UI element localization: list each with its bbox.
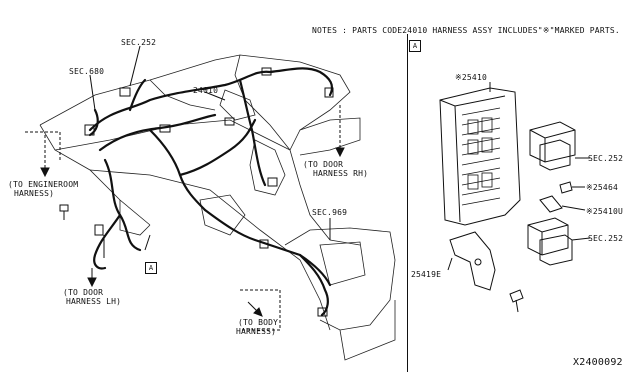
label-part-24010: 24010 [193,86,219,95]
label-to-door-lh-2: HARNESS LH) [66,297,122,306]
wiring-harness [88,67,334,317]
relay-lower [527,217,569,256]
label-part-25410: ※25410 [455,73,487,82]
center-console [284,227,396,331]
panel-divider [407,34,408,372]
notes-text: NOTES : PARTS CODE24010 HARNESS ASSY INC… [312,26,620,35]
label-to-door-lh-1: (TO DOOR [63,288,104,297]
label-part-25419e: 25419E [411,270,442,279]
dashboard-outline [39,54,361,246]
label-to-body-1: (TO BODY [238,318,279,327]
diagram-code: X2400092 [573,357,623,368]
label-sec252-right2: SEC.252 [588,234,624,243]
label-part-25464: ※25464 [586,183,618,192]
bolt [509,289,524,303]
label-to-door-rh-1: (TO DOOR [303,160,344,169]
relay-upper [529,121,576,163]
label-sec969: SEC.969 [312,208,348,217]
label-to-engineroom-2: HARNESS) [14,189,55,198]
bracket [449,231,496,291]
junction-box [439,87,521,226]
label-sec252-right1: SEC.252 [588,154,624,163]
label-to-engineroom-1: (TO ENGINEROOM [8,180,79,189]
label-sec680: SEC.680 [69,67,105,76]
view-ref-box: A [409,40,421,52]
view-ref-box-main: A [145,262,157,274]
label-to-door-rh-2: HARNESS RH) [313,169,369,178]
label-to-body-2: HARNESS) [236,327,277,336]
label-sec252-top: SEC.252 [121,38,157,47]
label-part-25410u: ※25410U [586,207,624,216]
